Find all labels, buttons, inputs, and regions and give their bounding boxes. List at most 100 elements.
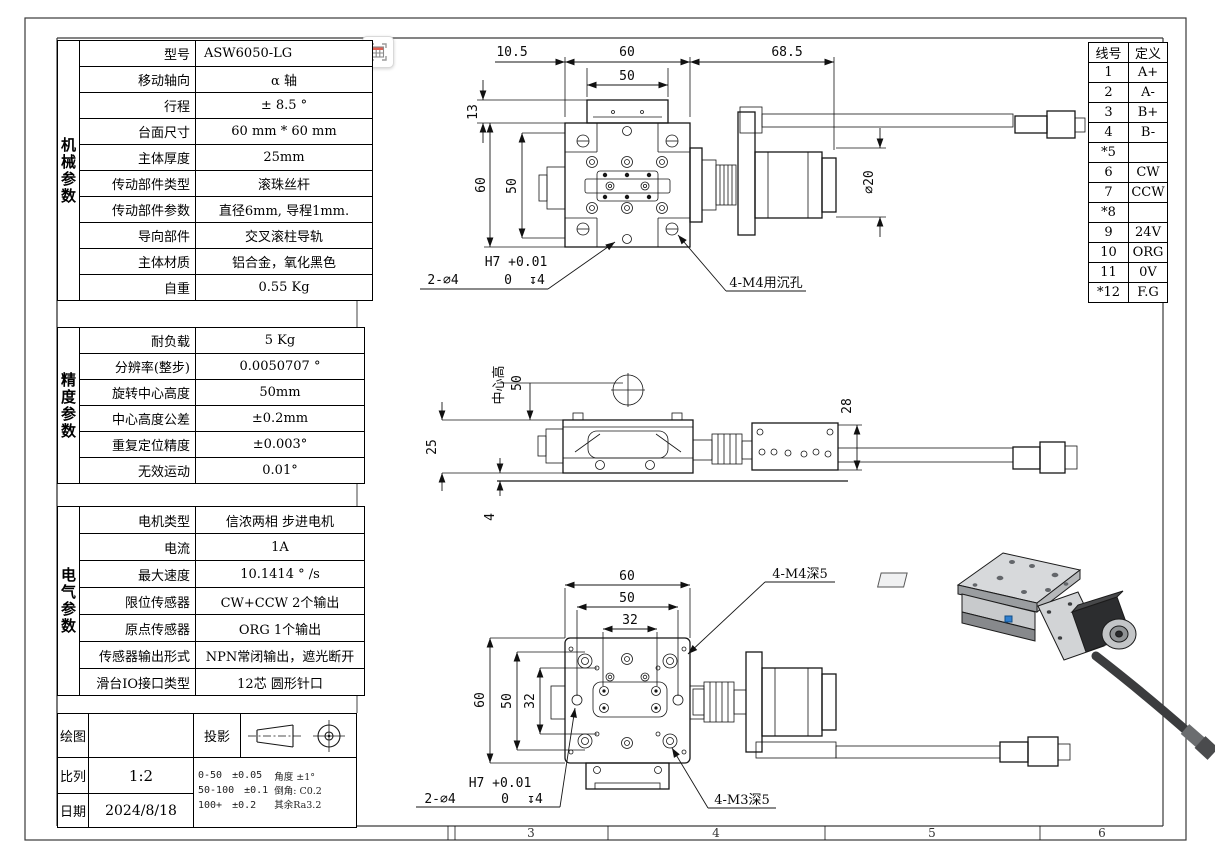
tolerance-block: 0-50±0.05 50-100±0.1 100+±0.2 角度 ±1° 倒角:… — [194, 758, 356, 827]
wire-def: F.G — [1128, 282, 1168, 303]
m3-tap-note: 4-M3深5 — [714, 793, 770, 808]
row-label: 电机类型 — [79, 506, 196, 534]
wire-def: ORG — [1128, 242, 1168, 263]
wire-no: *8 — [1088, 202, 1129, 223]
view-front-elevation: 中心高 50 25 4 28 — [425, 365, 1078, 521]
dim-center-height: 50 — [510, 375, 525, 391]
row-label: 主体厚度 — [79, 144, 196, 171]
row-value: ASW6050-LG — [195, 40, 373, 67]
scale-label: 比列 — [58, 758, 89, 794]
tol-value: ±0.1 — [244, 785, 269, 796]
row-label: 移动轴向 — [79, 66, 196, 93]
wire-col-header: 定义 — [1128, 42, 1168, 63]
wire-def: 0V — [1128, 262, 1168, 283]
zone-label: 6 — [1098, 826, 1106, 840]
wire-def: 24V — [1128, 222, 1168, 243]
dim-b-height-32: 32 — [523, 693, 538, 709]
draw-label: 绘图 — [58, 714, 89, 758]
view-top-plan: 10.5 60 50 68.5 13 60 50 ∅20 4-M4用沉孔 — [420, 45, 1086, 292]
row-label: 台面尺寸 — [79, 118, 196, 145]
pattern-screws — [599, 686, 661, 713]
dim-motor-length: 68.5 — [771, 45, 802, 60]
row-label: 行程 — [79, 92, 196, 119]
linear-tolerances: 0-50±0.05 50-100±0.1 100+±0.2 — [198, 768, 268, 827]
row-label: 耐负载 — [79, 327, 196, 354]
row-value: ± 8.5 ° — [195, 92, 373, 119]
wire-no: *5 — [1088, 142, 1129, 163]
hole-qty: 2-∅4 — [427, 273, 458, 288]
wire-no: 10 — [1088, 242, 1129, 263]
row-label: 最大速度 — [79, 560, 196, 588]
dim-b-height-60: 60 — [473, 692, 488, 708]
group-label: 电气参数 — [57, 506, 80, 696]
sensor-accent — [1004, 615, 1013, 623]
counterbore-note: 4-M4用沉孔 — [729, 276, 802, 291]
dim-offset: 10.5 — [496, 45, 527, 60]
row-value: 50mm — [195, 379, 365, 406]
row-value: ±0.2mm — [195, 405, 365, 432]
dim-b-width-32: 32 — [622, 613, 638, 628]
projection-label: 投影 — [194, 714, 241, 758]
dim-tab-height: 13 — [466, 104, 481, 120]
front-view-dimensions: 中心高 50 25 4 28 — [425, 365, 862, 521]
row-label: 导向部件 — [79, 222, 196, 249]
row-value: 10.1414 ° /s — [195, 560, 365, 588]
row-value: 60 mm * 60 mm — [195, 118, 373, 145]
group-label: 机械参数 — [57, 40, 80, 301]
hole-zero: 0 — [504, 273, 512, 288]
plate-holes — [972, 560, 1069, 594]
row-value: 1A — [195, 533, 365, 561]
row-value: 12芯 圆形针口 — [195, 668, 365, 696]
wire-def: CW — [1128, 162, 1168, 183]
motor-assembly-front — [692, 422, 1078, 474]
bottom-counterbores — [577, 653, 678, 749]
table-screws — [586, 156, 668, 214]
row-label: 传感器输出形式 — [79, 641, 196, 669]
title-block: 绘图 投影 比列 1:2 日期 2024/8/18 0-50±0.05 50-1… — [57, 713, 357, 828]
wire-no: 9 — [1088, 222, 1129, 243]
wire-no: 7 — [1088, 182, 1129, 203]
b-hole-fit: H7 +0.01 — [469, 776, 532, 791]
bottom-view-dimensions: 60 50 32 60 50 32 4-M4深5 4-M3深5 H7 +0.01… — [416, 567, 835, 809]
dim-width-50: 50 — [619, 69, 635, 84]
dim-body-thickness: 25 — [425, 439, 440, 455]
row-label: 传动部件参数 — [79, 196, 196, 223]
wire-no: 4 — [1088, 122, 1129, 143]
dim-base-thickness: 4 — [483, 513, 498, 521]
hole-fit: H7 +0.01 — [485, 255, 548, 270]
motor-assembly-top — [689, 106, 1086, 236]
scale-value: 1:2 — [89, 758, 194, 794]
tol-range: 50-100 — [198, 785, 235, 796]
row-label: 型号 — [79, 40, 196, 67]
row-label: 滑台IO接口类型 — [79, 668, 196, 696]
row-value: 0.01° — [195, 457, 365, 484]
wire-def: A+ — [1128, 62, 1168, 83]
row-value: 0.0050707 ° — [195, 353, 365, 380]
tol-value: ±0.05 — [232, 770, 263, 781]
projection-symbol — [241, 714, 356, 758]
group-label: 精度参数 — [57, 327, 80, 484]
center-height-label: 中心高 — [491, 365, 507, 404]
row-value: 25mm — [195, 144, 373, 171]
wire-no: 2 — [1088, 82, 1129, 103]
motor-assembly-bottom — [692, 651, 1071, 767]
row-label: 原点传感器 — [79, 614, 196, 642]
row-value: α 轴 — [195, 66, 373, 93]
zone-label: 4 — [712, 826, 720, 840]
row-label: 分辨率(整步) — [79, 353, 196, 380]
first-angle-projection-icon — [248, 719, 345, 752]
b-hole-qty: 2-∅4 — [424, 792, 455, 807]
tol-range: 100+ — [198, 800, 223, 811]
row-value: ±0.003° — [195, 431, 365, 458]
row-label: 中心高度公差 — [79, 405, 196, 432]
top-view-dimensions: 10.5 60 50 68.5 13 60 50 ∅20 4-M4用沉孔 — [420, 45, 886, 292]
general-notes: 角度 ±1° 倒角: C0.2 其余Ra3.2 — [274, 768, 322, 827]
row-value: NPN常闭输出，遮光断开 — [195, 641, 365, 669]
date-value: 2024/8/18 — [89, 794, 194, 827]
tol-range: 0-50 — [198, 770, 223, 781]
row-value: CW+CCW 2个输出 — [195, 587, 365, 615]
